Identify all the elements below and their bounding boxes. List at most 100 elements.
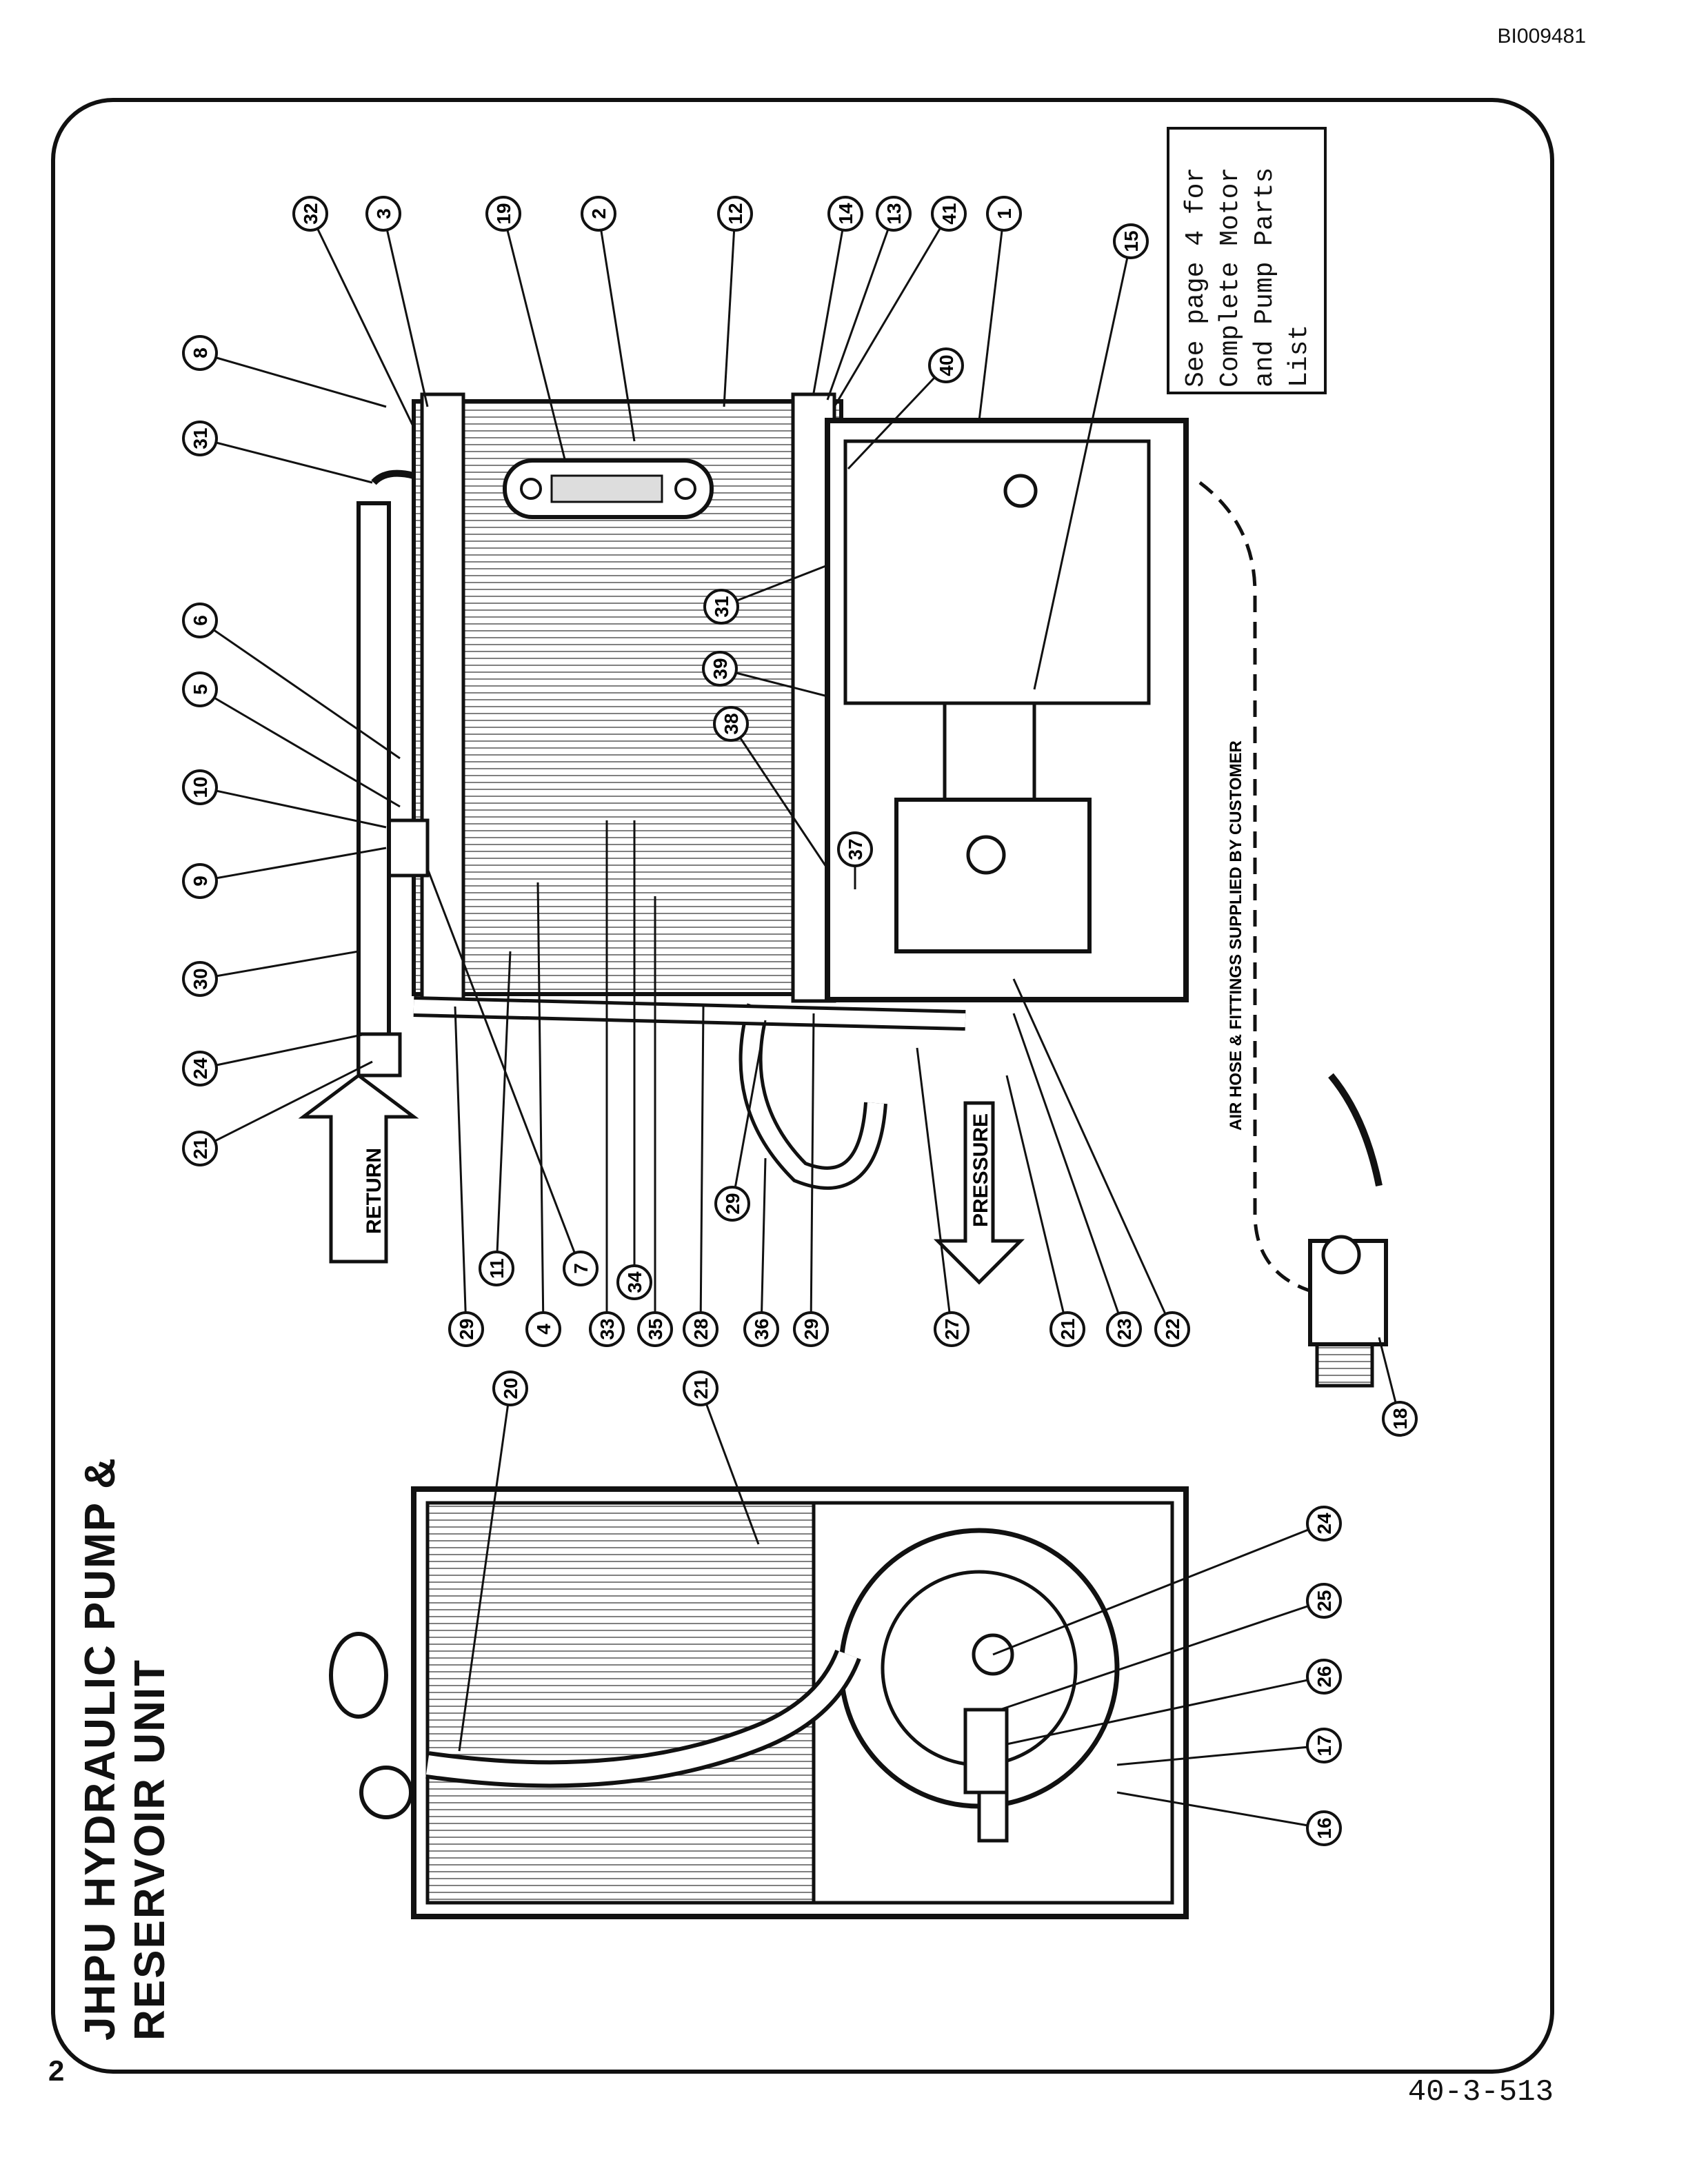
callout-leader-line xyxy=(719,667,828,698)
air-valve xyxy=(1308,1073,1388,1388)
callout-number: 24 xyxy=(1314,1513,1335,1535)
document-number: 40-3-513 xyxy=(1407,2075,1554,2110)
callout-leader-line xyxy=(723,213,736,407)
callout-number: 38 xyxy=(721,713,742,734)
callout-number: 21 xyxy=(1057,1318,1078,1339)
callout-number: 29 xyxy=(722,1193,743,1214)
callout-leader-line xyxy=(731,1020,767,1204)
callout-number: 25 xyxy=(1314,1590,1335,1611)
air-hose-line xyxy=(1198,481,1332,1298)
callout-number: 8 xyxy=(190,347,211,358)
callout-leader-line xyxy=(1006,1675,1325,1746)
callout-leader-line xyxy=(199,619,401,760)
callout-leader-line xyxy=(1116,1744,1325,1766)
callout-leader-line xyxy=(833,213,950,407)
callout-leader-line xyxy=(810,1013,815,1330)
callout-number: 1 xyxy=(994,208,1015,219)
callout-bubble xyxy=(1382,1401,1418,1437)
callout-bubble xyxy=(1154,1311,1190,1347)
callout-leader-line xyxy=(730,723,829,869)
callout-bubble xyxy=(581,196,616,232)
callout-number: 18 xyxy=(1389,1408,1411,1429)
callout-bubble xyxy=(793,1311,829,1347)
callout-leader-line xyxy=(199,352,387,408)
callout-bubble xyxy=(703,589,739,625)
callout-leader-line xyxy=(199,688,401,808)
pressure-label: PRESSURE xyxy=(969,1113,992,1227)
callout-number: 7 xyxy=(570,1263,592,1274)
callout-bubble xyxy=(1306,1583,1342,1619)
callout-number: 3 xyxy=(373,208,394,219)
callout-number: 24 xyxy=(190,1058,211,1080)
callout-bubble xyxy=(1306,1506,1342,1541)
callout-leader-line xyxy=(199,1033,366,1070)
callout-number: 29 xyxy=(801,1318,822,1339)
parts-note-box: See page 4 for Complete Motor and Pump P… xyxy=(1167,127,1327,394)
callout-number: 30 xyxy=(190,968,211,989)
callout-number: 6 xyxy=(190,615,211,626)
callout-leader-line xyxy=(426,868,582,1269)
callout-number: 28 xyxy=(690,1318,712,1339)
callout-leader-line xyxy=(760,1157,767,1330)
callout-bubble xyxy=(683,1311,719,1347)
callout-bubble xyxy=(182,863,218,899)
callout-leader-line xyxy=(382,213,429,407)
side-view-unit xyxy=(329,1486,1189,1919)
callout-number: 37 xyxy=(845,838,866,860)
pressure-arrow xyxy=(933,1101,1025,1285)
callout-bubble xyxy=(1049,1311,1085,1347)
callout-leader-line xyxy=(1012,978,1174,1330)
callout-bubble xyxy=(876,196,912,232)
callout-number: 34 xyxy=(624,1271,645,1293)
callout-leader-line xyxy=(826,213,895,401)
callout-bubble xyxy=(1106,1311,1142,1347)
return-label: RETURN xyxy=(363,1148,385,1234)
callout-bubble xyxy=(702,651,738,687)
callout-number: 31 xyxy=(711,596,732,617)
callout-number: 39 xyxy=(710,658,731,679)
callout-number: 31 xyxy=(190,427,211,449)
callout-leader-line xyxy=(1116,1791,1325,1830)
callout-bubble xyxy=(743,1311,779,1347)
callout-leader-line xyxy=(978,213,1005,421)
return-arrow xyxy=(298,1073,419,1264)
callout-leader-line xyxy=(199,786,387,829)
callout-bubble xyxy=(1306,1810,1342,1846)
callout-bubble xyxy=(485,196,521,232)
pump-base-frame xyxy=(825,418,1189,1002)
callout-leader-line xyxy=(847,364,947,470)
callout-leader-line xyxy=(458,1388,512,1752)
callout-number: 29 xyxy=(456,1318,477,1339)
callout-leader-line xyxy=(199,950,359,980)
callout-bubble xyxy=(182,1051,218,1086)
callout-bubble xyxy=(182,603,218,638)
callout-number: 2 xyxy=(588,208,610,219)
callout-bubble xyxy=(1306,1728,1342,1763)
callout-bubble xyxy=(1113,223,1149,259)
callout-number: 10 xyxy=(190,776,211,798)
diagram-frame xyxy=(51,98,1554,2074)
callout-bubble xyxy=(182,961,218,997)
air-hose-label: AIR HOSE & FITTINGS SUPPLIED BY CUSTOMER xyxy=(1227,740,1245,1131)
callout-leader-line xyxy=(992,1522,1325,1656)
callout-leader-line xyxy=(502,213,567,463)
callout-number: 33 xyxy=(596,1318,618,1339)
callout-number: 17 xyxy=(1314,1735,1335,1756)
callout-number: 27 xyxy=(941,1318,963,1339)
callout-number: 26 xyxy=(1314,1666,1335,1687)
callout-leader-line xyxy=(1005,1075,1069,1330)
callout-bubble xyxy=(616,1264,652,1300)
callout-leader-line xyxy=(916,1047,953,1330)
pressure-hose xyxy=(413,996,966,1190)
callout-number: 9 xyxy=(190,876,211,887)
callout-bubble xyxy=(563,1251,599,1286)
return-pipe xyxy=(356,469,415,1078)
callout-number: 19 xyxy=(493,203,514,224)
callout-number: 5 xyxy=(190,684,211,695)
document-id: BI009481 xyxy=(1497,25,1586,48)
callout-number: 23 xyxy=(1114,1318,1135,1339)
